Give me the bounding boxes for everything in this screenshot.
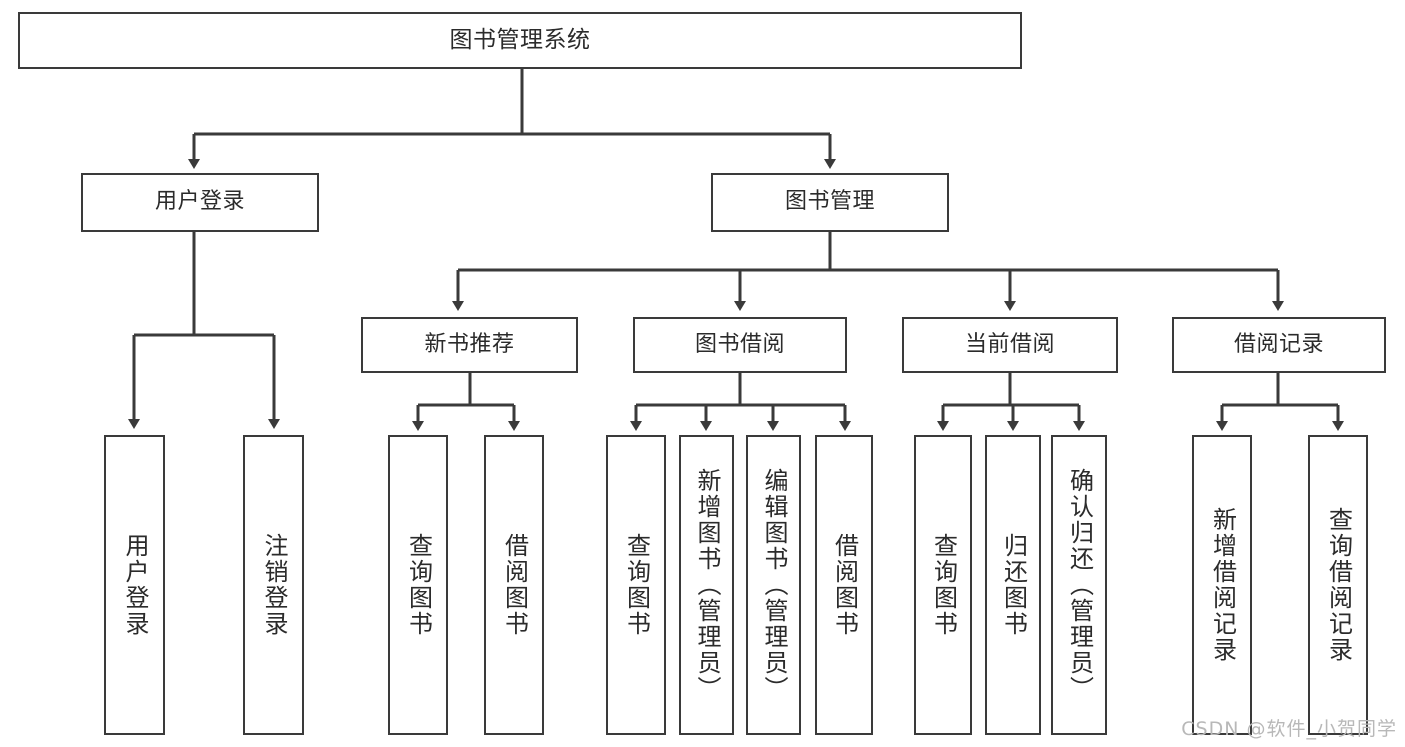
- node-query-book-current[interactable]: 查询图书: [914, 435, 972, 735]
- node-query-book-recommend-label: 查询图书: [404, 533, 433, 637]
- node-query-borrow-record-label: 查询借阅记录: [1324, 507, 1353, 663]
- node-current-borrow[interactable]: 当前借阅: [902, 317, 1118, 373]
- node-current-borrow-label: 当前借阅: [964, 331, 1055, 357]
- node-root-label: 图书管理系统: [449, 26, 591, 53]
- node-user-login-leaf[interactable]: 用户登录: [104, 435, 165, 735]
- node-new-book-recommend-label: 新书推荐: [424, 331, 515, 357]
- node-user-logout-leaf-label: 注销登录: [259, 533, 288, 637]
- node-borrow-book-borrow-label: 借阅图书: [830, 533, 859, 637]
- node-query-book-borrow[interactable]: 查询图书: [606, 435, 666, 735]
- node-add-borrow-record[interactable]: 新增借阅记录: [1192, 435, 1252, 735]
- node-borrow-book-borrow[interactable]: 借阅图书: [815, 435, 873, 735]
- node-user-login-label: 用户登录: [154, 189, 245, 215]
- node-new-book-recommend[interactable]: 新书推荐: [361, 317, 578, 373]
- node-return-book-label: 归还图书: [999, 533, 1028, 637]
- node-return-book[interactable]: 归还图书: [985, 435, 1041, 735]
- node-borrow-record[interactable]: 借阅记录: [1172, 317, 1386, 373]
- node-add-book-admin[interactable]: 新增图书（管理员）: [679, 435, 734, 735]
- node-root[interactable]: 图书管理系统: [18, 12, 1022, 69]
- node-confirm-return-admin-label: 确认归还（管理员）: [1065, 468, 1094, 702]
- node-add-borrow-record-label: 新增借阅记录: [1208, 507, 1237, 663]
- node-query-borrow-record[interactable]: 查询借阅记录: [1308, 435, 1368, 735]
- node-confirm-return-admin[interactable]: 确认归还（管理员）: [1051, 435, 1107, 735]
- node-borrow-book-recommend-label: 借阅图书: [500, 533, 529, 637]
- node-add-book-admin-label: 新增图书（管理员）: [692, 468, 721, 702]
- node-user-logout-leaf[interactable]: 注销登录: [243, 435, 304, 735]
- node-book-borrow-label: 图书借阅: [694, 331, 785, 357]
- node-user-login-leaf-label: 用户登录: [120, 533, 149, 637]
- node-user-login[interactable]: 用户登录: [81, 173, 319, 232]
- node-borrow-book-recommend[interactable]: 借阅图书: [484, 435, 544, 735]
- node-book-borrow[interactable]: 图书借阅: [633, 317, 847, 373]
- node-query-book-recommend[interactable]: 查询图书: [388, 435, 448, 735]
- node-query-book-borrow-label: 查询图书: [622, 533, 651, 637]
- node-borrow-record-label: 借阅记录: [1233, 331, 1324, 357]
- node-book-management[interactable]: 图书管理: [711, 173, 949, 232]
- node-edit-book-admin-label: 编辑图书（管理员）: [759, 468, 788, 702]
- watermark-text: CSDN @软件_小贺同学: [1181, 718, 1397, 740]
- node-book-management-label: 图书管理: [784, 189, 875, 215]
- node-edit-book-admin[interactable]: 编辑图书（管理员）: [746, 435, 801, 735]
- node-query-book-current-label: 查询图书: [929, 533, 958, 637]
